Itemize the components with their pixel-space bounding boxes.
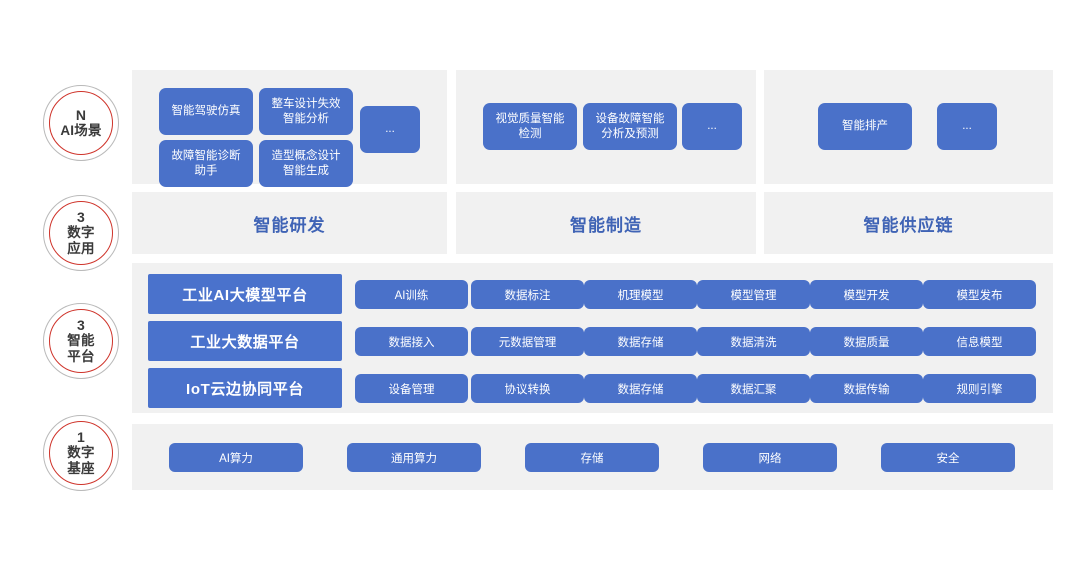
application-panel-manufacturing: 智能制造 xyxy=(456,192,756,254)
scenario-more-card[interactable]: ... xyxy=(682,103,742,150)
platform-module[interactable]: 数据存储 xyxy=(584,327,697,356)
badge-application-line-1: 数字 xyxy=(67,225,95,241)
scenario-card[interactable]: 设备故障智能分析及预测 xyxy=(583,103,677,150)
badge-application: 3 数字 应用 xyxy=(43,195,119,271)
scenario-panel-rd: 智能驾驶仿真 整车设计失效智能分析 故障智能诊断助手 造型概念设计智能生成 ..… xyxy=(132,70,447,187)
foundation-item-network[interactable]: 网络 xyxy=(703,443,837,472)
platform-module[interactable]: 数据标注 xyxy=(471,280,584,309)
scenario-panel-manufacturing: 视觉质量智能检测 设备故障智能分析及预测 ... xyxy=(456,70,756,184)
badge-foundation-line-1: 数字 xyxy=(67,445,95,461)
platform-module[interactable]: 协议转换 xyxy=(471,374,584,403)
badge-platform: 3 智能 平台 xyxy=(43,303,119,379)
foundation-panel: AI算力 通用算力 存储 网络 安全 xyxy=(132,424,1053,490)
platform-module[interactable]: 数据接入 xyxy=(355,327,468,356)
platform-module[interactable]: 数据质量 xyxy=(810,327,923,356)
scenario-card[interactable]: 智能排产 xyxy=(818,103,912,150)
platform-module[interactable]: 信息模型 xyxy=(923,327,1036,356)
platform-module[interactable]: 数据清洗 xyxy=(697,327,810,356)
scenario-panel-supply: 智能排产 ... xyxy=(764,70,1053,184)
application-title-smart-rd: 智能研发 xyxy=(253,215,326,235)
scenario-card[interactable]: 造型概念设计智能生成 xyxy=(259,140,353,187)
scenario-card[interactable]: 视觉质量智能检测 xyxy=(483,103,577,150)
badge-foundation-inner: 1 数字 基座 xyxy=(49,421,113,485)
foundation-item-security[interactable]: 安全 xyxy=(881,443,1015,472)
scenario-card[interactable]: 整车设计失效智能分析 xyxy=(259,88,353,135)
badge-foundation-line-0: 1 xyxy=(77,428,85,445)
platform-title-bigdata[interactable]: 工业大数据平台 xyxy=(148,321,342,361)
badge-scenario-line-1: AI场景 xyxy=(60,123,102,138)
badge-platform-line-0: 3 xyxy=(77,316,85,333)
scenario-card[interactable]: 智能驾驶仿真 xyxy=(159,88,253,135)
scenario-more-card[interactable]: ... xyxy=(937,103,997,150)
platform-module[interactable]: 设备管理 xyxy=(355,374,468,403)
badge-platform-line-1: 智能 xyxy=(67,333,95,349)
badge-scenario: N AI场景 xyxy=(43,85,119,161)
badge-application-inner: 3 数字 应用 xyxy=(49,201,113,265)
badge-foundation-line-2: 基座 xyxy=(67,460,95,476)
application-panel-rd: 智能研发 xyxy=(132,192,447,254)
platform-title-ai-model[interactable]: 工业AI大模型平台 xyxy=(148,274,342,314)
badge-scenario-inner: N AI场景 xyxy=(49,91,113,155)
platform-module[interactable]: 模型开发 xyxy=(810,280,923,309)
platform-module[interactable]: 数据存储 xyxy=(584,374,697,403)
badge-platform-line-2: 平台 xyxy=(67,348,95,364)
badge-application-line-0: 3 xyxy=(77,208,85,225)
badge-scenario-line-0: N xyxy=(75,106,87,123)
badge-application-line-2: 应用 xyxy=(67,240,95,256)
platform-title-iot[interactable]: IoT云边协同平台 xyxy=(148,368,342,408)
platform-module[interactable]: 元数据管理 xyxy=(471,327,584,356)
foundation-item-storage[interactable]: 存储 xyxy=(525,443,659,472)
platform-module[interactable]: 机理模型 xyxy=(584,280,697,309)
platform-module[interactable]: 模型发布 xyxy=(923,280,1036,309)
scenario-more-card[interactable]: ... xyxy=(360,106,420,153)
scenario-card[interactable]: 故障智能诊断助手 xyxy=(159,140,253,187)
platform-module[interactable]: 模型管理 xyxy=(697,280,810,309)
platform-module[interactable]: 规则引擎 xyxy=(923,374,1036,403)
platform-module[interactable]: 数据汇聚 xyxy=(697,374,810,403)
platform-module[interactable]: AI训练 xyxy=(355,280,468,309)
foundation-item-general-compute[interactable]: 通用算力 xyxy=(347,443,481,472)
platform-module[interactable]: 数据传输 xyxy=(810,374,923,403)
application-panel-supply: 智能供应链 xyxy=(764,192,1053,254)
application-title-smart-manufacturing: 智能制造 xyxy=(570,215,642,235)
badge-foundation: 1 数字 基座 xyxy=(43,415,119,491)
platform-panel: 工业AI大模型平台 AI训练 数据标注 机理模型 模型管理 模型开发 模型发布 … xyxy=(132,263,1053,413)
application-title-smart-supply-chain: 智能供应链 xyxy=(863,215,954,235)
badge-platform-inner: 3 智能 平台 xyxy=(49,309,113,373)
foundation-item-ai-compute[interactable]: AI算力 xyxy=(169,443,303,472)
